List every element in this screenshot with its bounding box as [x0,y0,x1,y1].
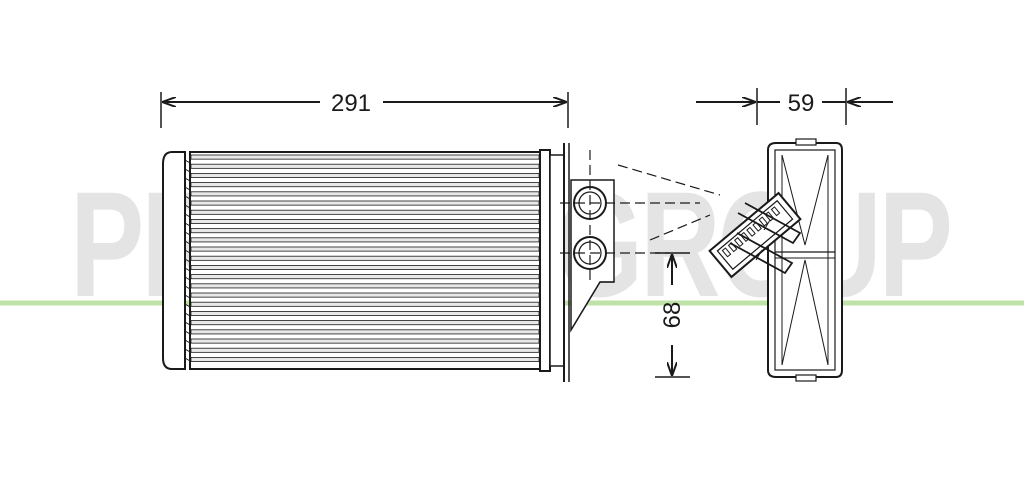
tank-stud [184,204,191,209]
tank-stud [184,267,191,272]
tank-stud [184,339,191,344]
pipe-stubs [729,202,802,275]
tank-stud [184,195,191,200]
fin-tube [190,347,540,353]
pipe-block-tooth [770,206,781,217]
tank-stud [184,177,191,182]
fin-tube [190,172,540,178]
tank-stud [184,240,191,245]
fin-tube [190,255,540,261]
tank-stud [184,321,191,326]
tank-stud [184,168,191,173]
fin-tube [190,310,540,316]
tank-stud [184,312,191,317]
fin-tube [190,338,540,344]
pipe-block-tooth [721,247,732,258]
pipe-block-tooth [752,221,762,232]
tank-stud [184,231,191,236]
fin-tube [190,237,540,243]
dimension-depth [696,88,893,125]
fin-tube [190,209,540,215]
pipe-block-tooth [740,231,750,243]
dimension-height [655,252,690,378]
tank-stud [184,294,191,299]
tank-stud [184,186,191,191]
tank-stud [184,285,191,290]
tank-stud [184,348,191,353]
fin-tube [190,154,540,160]
tank-stud [184,357,191,362]
fin-tube [190,356,540,362]
depth-label: 59 [788,90,815,117]
pipe-block-tooth [733,237,744,248]
fin-tube [190,329,540,335]
core-fins [184,154,540,362]
width-label: 291 [331,90,371,117]
tank-stud [184,159,191,164]
tank-stud [184,303,191,308]
tank-stud [184,249,191,254]
fin-tube [190,301,540,307]
fin-tube [190,283,540,289]
tank-stud [184,213,191,218]
side-view [708,138,843,382]
fin-tube [190,218,540,224]
dimension-width [160,92,569,128]
fin-tube [190,228,540,234]
fin-tube [190,320,540,326]
tank-stud [184,276,191,281]
tank-stud [184,330,191,335]
height-label: 68 [659,302,686,329]
fin-tube [190,182,540,188]
fin-tube [190,274,540,280]
pipe-block-tooth [758,216,769,227]
fin-tube [190,264,540,270]
fin-tube [190,246,540,252]
tank-stud [184,222,191,227]
left-tank [162,151,186,370]
front-view [162,143,721,382]
fin-tube [190,292,540,298]
right-tank [539,149,551,372]
pipe-block-tooth [764,211,775,222]
pipe-block-tooth [746,226,756,237]
fin-tube [190,200,540,206]
fin-tube [190,163,540,169]
tank-stud [184,258,191,263]
fin-tube [190,191,540,197]
